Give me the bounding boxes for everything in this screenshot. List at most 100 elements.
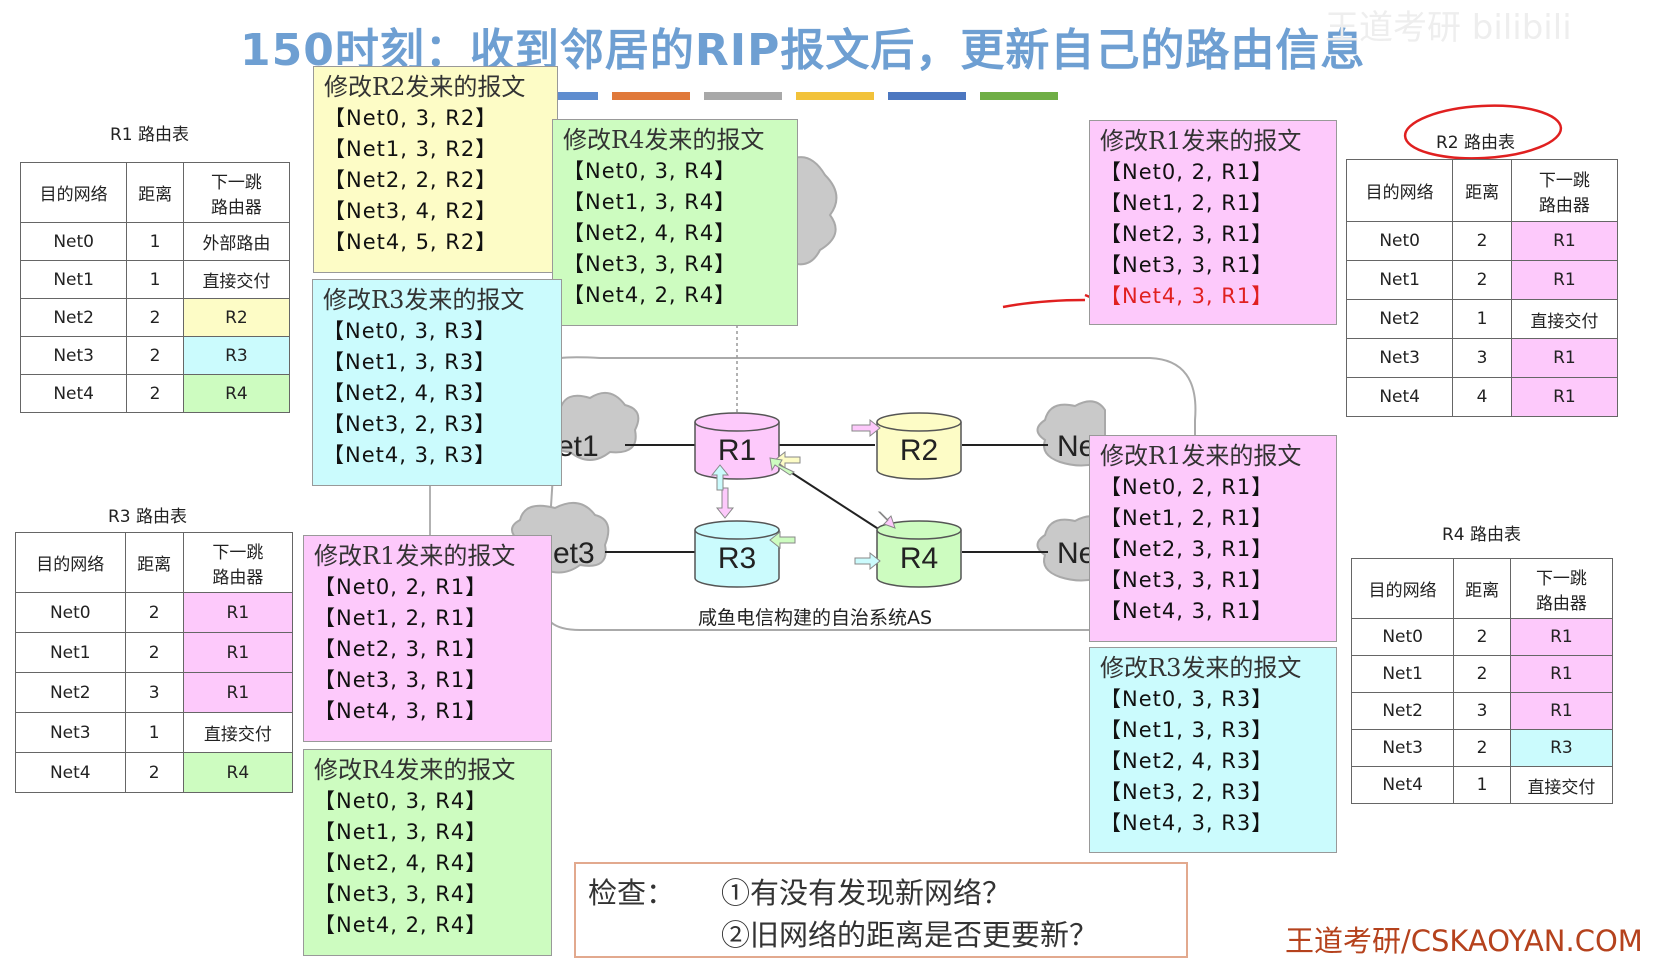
message-row: 【Net3, 3, R1】 — [314, 668, 488, 692]
net2-label: Ne — [1057, 430, 1095, 463]
cloud-icon — [1036, 400, 1106, 467]
message-row: 【Net1, 3, R3】 — [1100, 718, 1274, 742]
cell-net: Net2 — [1350, 692, 1455, 730]
cell-next: R2 — [182, 298, 291, 337]
cell-next: R1 — [1510, 221, 1619, 261]
cell-next: R1 — [182, 592, 294, 633]
cell-dist: 4 — [1452, 377, 1512, 417]
header-dest: 目的网络 — [1345, 159, 1454, 222]
message-row: 【Net3, 4, R2】 — [324, 199, 498, 223]
message-header: 修改R3发来的报文 — [323, 286, 525, 314]
message-box-r2-to-r1: 修改R2发来的报文 【Net0, 3, R2】 【Net1, 3, R2】 【N… — [313, 66, 558, 273]
cell-dist: 2 — [124, 632, 184, 673]
cell-next: R1 — [1510, 377, 1619, 417]
cell-dist: 2 — [126, 374, 184, 413]
message-box-r4-to-r3: 修改R4发来的报文 【Net0, 3, R4】 【Net1, 3, R4】 【N… — [303, 749, 552, 956]
header-dest: 目的网络 — [19, 162, 128, 223]
message-row: 【Net3, 3, R4】 — [563, 252, 737, 276]
cell-net: Net1 — [1345, 260, 1454, 300]
message-row: 【Net4, 3, R3】 — [323, 443, 497, 467]
red-underline-mark — [1002, 298, 1086, 309]
message-row-highlighted: 【Net4, 3, R1】 — [1100, 284, 1274, 308]
cell-next: R1 — [182, 672, 294, 713]
message-row: 【Net2, 3, R1】 — [314, 637, 488, 661]
r1-table-caption: R1 路由表 — [110, 125, 190, 145]
as-label: 咸鱼电信构建的自治系统AS — [698, 607, 932, 629]
cell-net: Net3 — [1350, 729, 1455, 767]
cell-next: R1 — [1509, 692, 1614, 730]
cell-next: 直接交付 — [182, 260, 291, 299]
message-row: 【Net3, 3, R4】 — [314, 882, 488, 906]
cell-dist: 3 — [124, 672, 184, 713]
cell-dist: 2 — [124, 592, 184, 633]
header-dest: 目的网络 — [15, 532, 126, 593]
cell-dist: 1 — [126, 222, 184, 261]
cell-next: R4 — [182, 374, 291, 413]
message-row: 【Net2, 3, R1】 — [1100, 537, 1274, 561]
header-next-line2: 路由器 — [1538, 195, 1590, 216]
message-box-r3-to-r4: 修改R3发来的报文 【Net0, 3, R3】 【Net1, 3, R3】 【N… — [1089, 647, 1337, 853]
watermark: 王道考研 bilibili — [1325, 8, 1572, 48]
cell-net: Net3 — [1345, 338, 1454, 378]
cell-next: R1 — [182, 632, 294, 673]
message-header: 修改R3发来的报文 — [1100, 654, 1302, 682]
header-next-line1: 下一跳 — [1538, 170, 1590, 191]
red-circle-mark — [1403, 104, 1563, 160]
message-box-r4-to-r1: 修改R4发来的报文 【Net0, 3, R4】 【Net1, 3, R4】 【N… — [552, 119, 798, 326]
cell-net: Net4 — [15, 752, 126, 793]
cloud-icon — [1036, 515, 1106, 582]
color-bar — [520, 92, 598, 100]
router-r1-label: R1 — [718, 434, 756, 467]
header-next-line1: 下一跳 — [1535, 568, 1587, 589]
header-next: 下一跳路由器 — [1509, 558, 1614, 619]
message-row: 【Net4, 2, R4】 — [314, 913, 488, 937]
message-box-r1-to-r4: 修改R1发来的报文 【Net0, 2, R1】 【Net1, 2, R1】 【N… — [1089, 435, 1337, 642]
header-next-line2: 路由器 — [1535, 593, 1587, 614]
color-bar — [704, 92, 782, 100]
message-header: 修改R4发来的报文 — [314, 756, 516, 784]
cell-dist: 2 — [1453, 729, 1511, 767]
message-header: 修改R2发来的报文 — [324, 73, 526, 101]
cell-next: 直接交付 — [1510, 299, 1619, 339]
cell-net: Net2 — [19, 298, 128, 337]
cell-next: 外部路由 — [182, 222, 291, 261]
r4-table-caption: R4 路由表 — [1442, 525, 1522, 545]
message-row: 【Net1, 2, R1】 — [1100, 506, 1274, 530]
message-row: 【Net4, 3, R1】 — [1100, 599, 1274, 623]
cell-dist: 2 — [124, 752, 184, 793]
message-box-r3-to-r1: 修改R3发来的报文 【Net0, 3, R3】 【Net1, 3, R3】 【N… — [312, 279, 562, 486]
cell-dist: 1 — [1453, 766, 1511, 804]
cell-net: Net1 — [19, 260, 128, 299]
color-bar — [888, 92, 966, 100]
header-dest: 目的网络 — [1350, 558, 1455, 619]
color-bar — [980, 92, 1058, 100]
cell-dist: 2 — [126, 336, 184, 375]
header-next-line1: 下一跳 — [212, 542, 264, 563]
header-next: 下一跳路由器 — [1510, 159, 1619, 222]
cell-dist: 1 — [1452, 299, 1512, 339]
router-r3-label: R3 — [718, 542, 756, 575]
message-row: 【Net4, 2, R4】 — [563, 283, 737, 307]
message-row: 【Net0, 3, R3】 — [1100, 687, 1274, 711]
message-row: 【Net0, 3, R3】 — [323, 319, 497, 343]
message-header: 修改R4发来的报文 — [563, 126, 765, 154]
message-row: 【Net4, 5, R2】 — [324, 230, 498, 254]
cell-next: 直接交付 — [182, 712, 294, 753]
cell-net: Net0 — [1345, 221, 1454, 261]
arrow-left-icon — [769, 530, 796, 550]
message-row: 【Net4, 3, R3】 — [1100, 811, 1274, 835]
r2-table-caption: R2 路由表 — [1436, 133, 1516, 153]
cell-next: R3 — [182, 336, 291, 375]
header-dist: 距离 — [126, 162, 184, 223]
cell-dist: 2 — [1453, 618, 1511, 656]
message-row: 【Net1, 3, R4】 — [563, 190, 737, 214]
